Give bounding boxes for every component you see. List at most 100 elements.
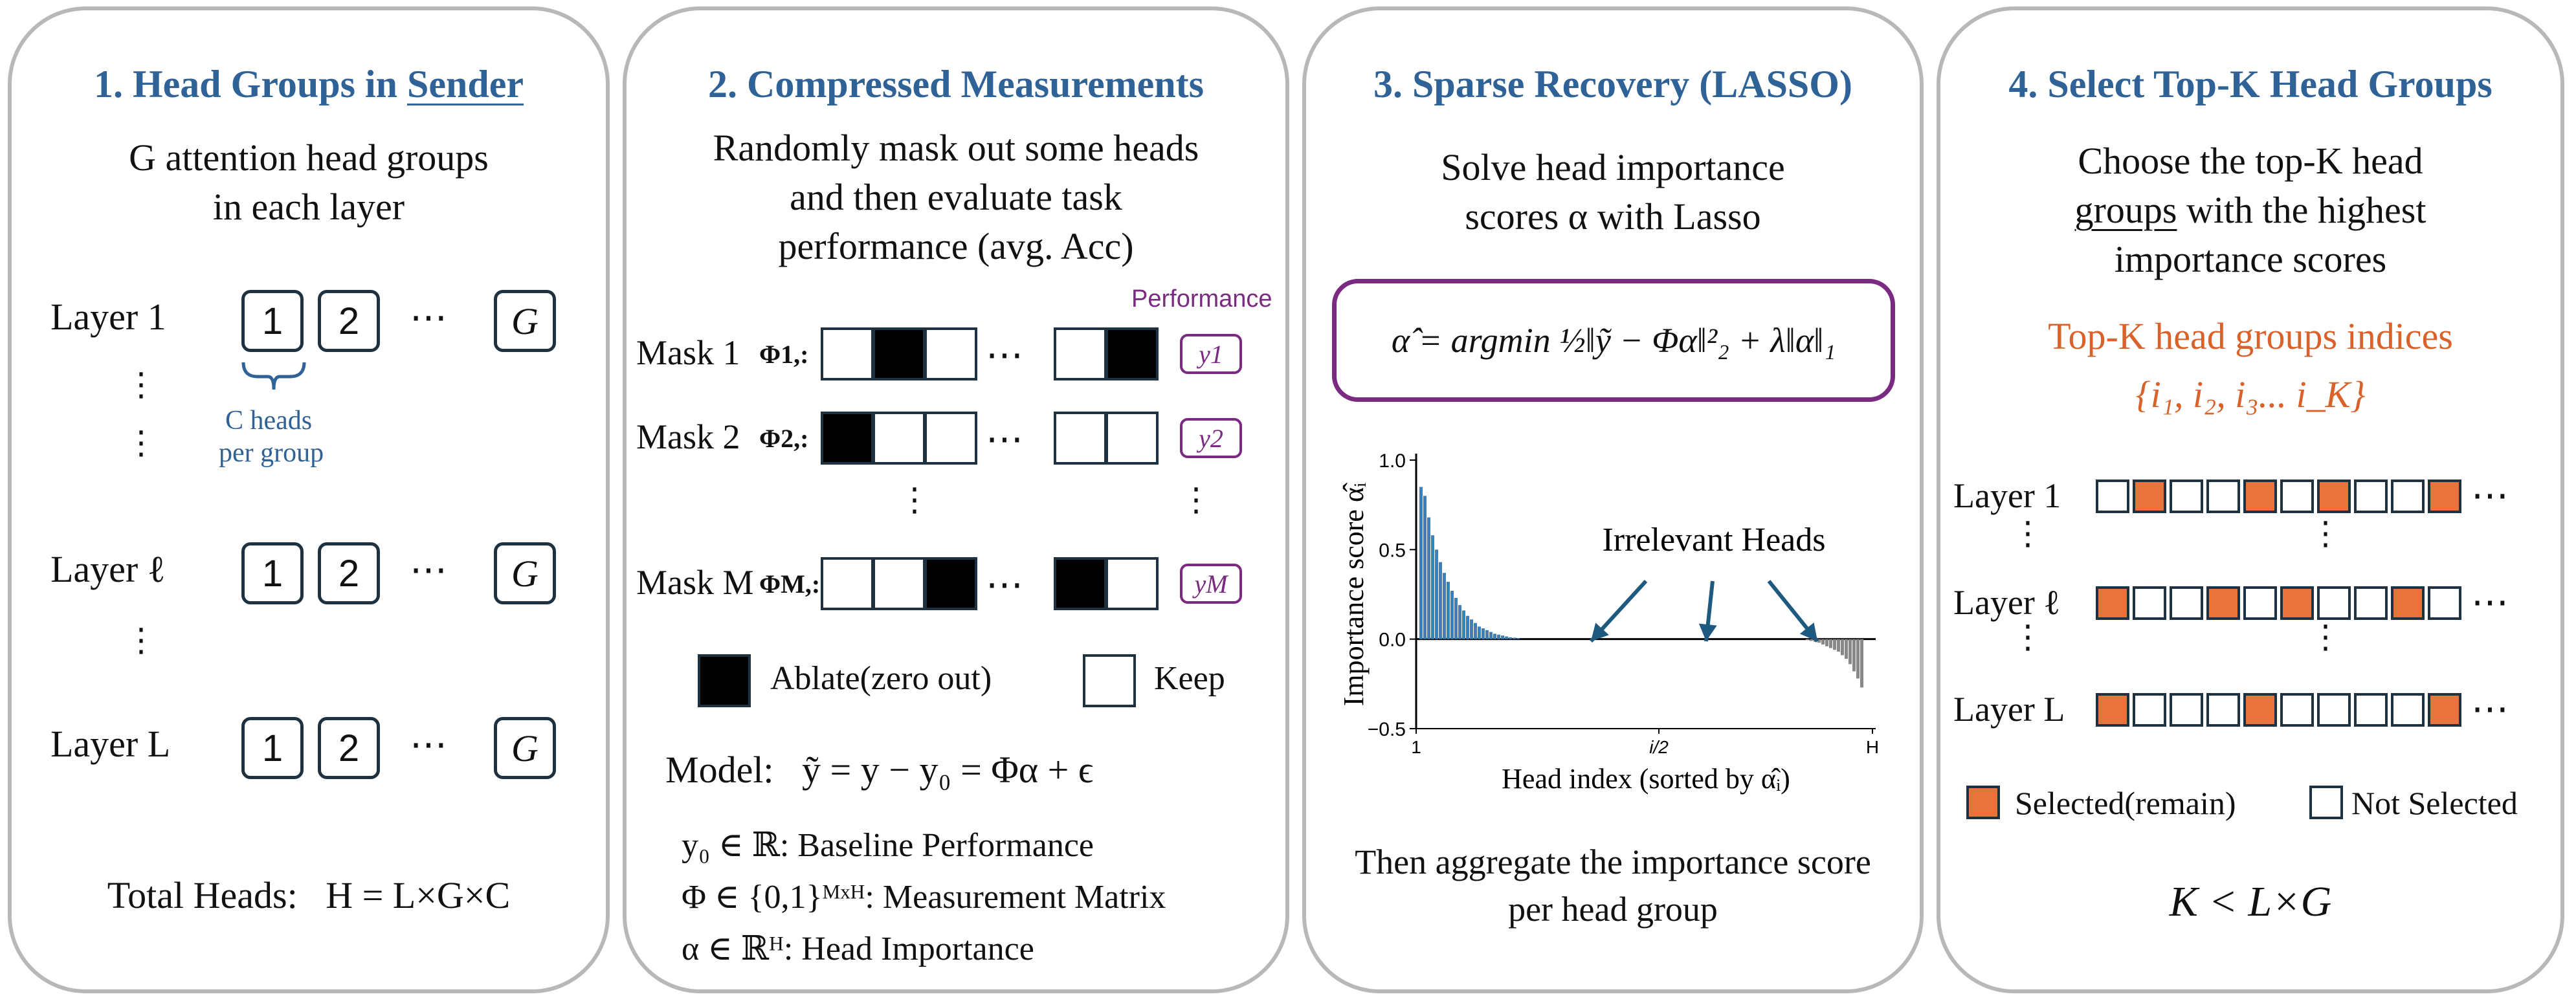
unselected-head-group [2133, 693, 2166, 727]
unselected-head-group [2354, 479, 2388, 513]
y-tick-label: 1.0 [1379, 450, 1406, 472]
intro-line-1: Randomly mask out some heads [713, 127, 1199, 169]
unselected-head-group [2280, 693, 2314, 727]
ellipsis: ⋯ [2471, 687, 2509, 731]
y-tick-label: 0.0 [1379, 630, 1406, 651]
total-heads: Total Heads: H = L×G×C [107, 874, 511, 916]
mask-label: Mask M [636, 563, 754, 602]
outro-line-1: Then aggregate the importance score [1355, 843, 1871, 881]
ellipsis: ⋯ [410, 547, 447, 591]
unselected-head-group [2133, 586, 2166, 620]
importance-bar [1450, 590, 1454, 639]
importance-bar [1817, 639, 1821, 643]
importance-bar [1485, 630, 1489, 639]
vertical-ellipsis: ⋮ [1180, 481, 1212, 518]
x-tick-label: i/2 [1649, 737, 1669, 757]
importance-bar [1470, 619, 1473, 639]
performance-box: yM [1180, 564, 1242, 604]
intro-line-1: Choose the top-K head [2078, 140, 2423, 182]
importance-bar [1509, 637, 1512, 639]
vertical-ellipsis: ⋮ [125, 621, 157, 659]
importance-bar [1852, 639, 1856, 672]
panel-compressed-measurements: 2. Compressed Measurements Randomly mask… [623, 6, 1289, 993]
mask-label: Mask 2 [636, 417, 740, 456]
importance-bar [1482, 628, 1485, 639]
layer-label: Layer 1 [1953, 476, 2061, 515]
selected-head-group [2280, 586, 2314, 620]
legend-not-selected-label: Not Selected [2351, 785, 2518, 821]
importance-bar [1833, 639, 1836, 650]
unselected-head-group [2170, 479, 2203, 513]
legend-keep-swatch [1083, 654, 1136, 707]
importance-bar [1856, 639, 1860, 679]
selected-head-group [2096, 586, 2129, 620]
group-box: G [494, 290, 556, 352]
importance-bar [1860, 639, 1863, 688]
legend-keep-label: Keep [1154, 660, 1225, 697]
intro-line-1: G attention head groups [129, 137, 489, 179]
unselected-head-group [2243, 586, 2277, 620]
unselected-head-group [2317, 586, 2351, 620]
masked-cell [821, 412, 874, 465]
importance-bar [1497, 634, 1500, 639]
y-axis-label: Importance score α̂ᵢ [1338, 483, 1370, 706]
importance-bar [1501, 635, 1504, 639]
unselected-head-group [2280, 479, 2314, 513]
kept-cell [821, 327, 874, 380]
vertical-ellipsis: ⋮ [125, 424, 157, 461]
importance-bar [1806, 639, 1809, 641]
arrow-head [1591, 623, 1609, 641]
mask-phi-label: Φ1,: [759, 340, 809, 369]
panel-title: 1. Head Groups in Sender [93, 63, 524, 105]
importance-bar [1423, 496, 1427, 639]
layer-label: Layer ℓ [50, 548, 166, 590]
group-box: G [494, 542, 556, 604]
importance-bar [1810, 639, 1813, 641]
ellipsis: ⋯ [2471, 473, 2509, 517]
importance-bar [1845, 639, 1848, 659]
performance-box: y1 [1180, 334, 1242, 374]
importance-bar [1837, 639, 1840, 652]
vertical-ellipsis: ⋮ [2309, 514, 2342, 552]
kept-cell [1054, 327, 1107, 380]
ellipsis: ⋯ [410, 722, 447, 766]
selected-head-group [2428, 479, 2461, 513]
arrow-head [1799, 622, 1817, 641]
importance-bar [1841, 639, 1844, 656]
unselected-head-group [2354, 693, 2388, 727]
unselected-head-group [2317, 693, 2351, 727]
x-tick-label: H [1866, 737, 1879, 757]
vertical-ellipsis: ⋮ [2309, 618, 2342, 656]
group-box: 2 [318, 717, 380, 779]
unselected-head-group [2206, 693, 2240, 727]
kept-cell [1105, 412, 1159, 465]
model-equation: Model: ỹ = y − y₀ = Φα + ϵ [665, 749, 1094, 791]
group-box: 2 [318, 290, 380, 352]
kept-cell [1054, 412, 1107, 465]
vertical-ellipsis: ⋮ [2012, 514, 2044, 552]
unselected-head-group [2391, 479, 2425, 513]
ellipsis: ⋯ [410, 295, 447, 339]
group-box: 1 [241, 717, 304, 779]
ellipsis: ⋯ [986, 417, 1023, 461]
selected-head-group [2428, 693, 2461, 727]
performance-box: y2 [1180, 418, 1242, 458]
importance-bar [1462, 610, 1465, 639]
panel-title: 4. Select Top-K Head Groups [2008, 63, 2493, 105]
importance-bar [1458, 605, 1461, 639]
x-axis-label: Head index (sorted by α̂ᵢ) [1502, 763, 1790, 795]
selected-head-group [2391, 586, 2425, 620]
unselected-head-group [2170, 586, 2203, 620]
performance-label: Performance [1131, 285, 1272, 313]
importance-bar [1431, 535, 1434, 639]
intro-line-1: Solve head importance [1441, 146, 1785, 188]
panel-sparse-recovery: 3. Sparse Recovery (LASSO) Solve head im… [1302, 6, 1924, 993]
topk-set: {i₁, i₂, i₃... i_K} [2135, 373, 2366, 415]
layer-label: Layer L [50, 723, 171, 765]
y-tick-label: 0.5 [1379, 540, 1406, 561]
importance-bar [1427, 517, 1430, 639]
y-tick-label: −0.5 [1368, 719, 1406, 740]
masked-cell [872, 327, 926, 380]
annotation-label: Irrelevant Heads [1602, 522, 1825, 558]
